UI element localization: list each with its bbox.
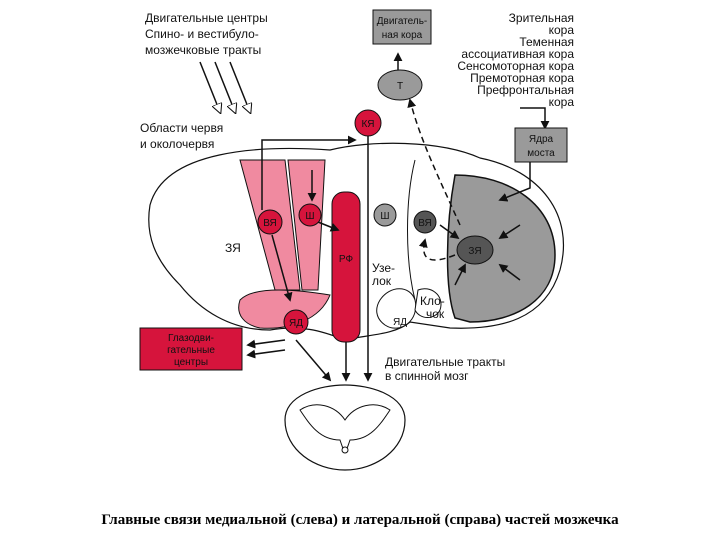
oculomotor-label-3: центры	[174, 357, 208, 368]
figure-caption: Главные связи медиальной (слева) и латер…	[101, 512, 619, 528]
lateral-hemisphere-gray	[446, 174, 556, 323]
thalamus-label: Т	[397, 81, 403, 92]
sh-right-label: Ш	[380, 211, 389, 222]
pathway-yad-oculo	[246, 339, 286, 349]
visual-cortex-label-1: Зрительная	[509, 11, 574, 25]
flocculus-label-2: чок	[426, 307, 445, 321]
pathway-dashed-zya-vya	[418, 238, 456, 261]
motor-cortex-box	[372, 9, 432, 45]
input-arrow-zya	[439, 224, 460, 240]
vermis-line	[407, 159, 416, 301]
pons-box	[514, 127, 568, 163]
nodulus-label-1: Узе-	[372, 261, 395, 275]
parietal-label: Теменная	[519, 35, 574, 49]
spinal-canal	[341, 446, 349, 454]
spino-vest-label-2: мозжечковые тракты	[145, 43, 261, 57]
oculomotor-label-2: гательные	[167, 345, 215, 356]
cerebellum-connections-diagram: Двигательные центры Спино- и вестибуло- …	[139, 9, 575, 471]
vya-right-node	[413, 210, 437, 234]
zya-right-node	[456, 235, 494, 265]
pons-label-1: Ядра	[529, 134, 554, 145]
rf-label: РФ	[339, 254, 354, 265]
yad-left-node	[283, 309, 309, 335]
sh-left-label: Ш	[305, 211, 314, 222]
pathway-sh-rf	[317, 221, 340, 232]
sh-right-node	[373, 203, 397, 227]
oculomotor-label-1: Глазодви-	[168, 333, 214, 344]
pathway-yad-down	[295, 339, 332, 382]
spinal-cord	[284, 384, 406, 471]
spinal-gray-matter	[299, 404, 391, 452]
input-arrow-zya	[498, 263, 521, 281]
sensorimotor-label: Сенсомоторная кора	[457, 59, 574, 73]
pathway-vya-yad	[271, 234, 293, 302]
vermis-label-2: и околочервя	[140, 137, 214, 151]
oculomotor-box	[139, 327, 243, 371]
vya-left-label: ВЯ	[263, 218, 277, 229]
premotor-label: Премоторная кора	[470, 71, 574, 85]
motor-cortex-label-1: Двигатель-	[377, 16, 428, 27]
pathway-dashed-zya-t	[407, 98, 461, 226]
assoc-label: ассоциативная кора	[461, 47, 574, 61]
spino-vest-label-1: Спино- и вестибуло-	[145, 27, 259, 41]
visual-cortex-label-2: кора	[549, 23, 575, 37]
input-arrow-zya	[498, 224, 521, 239]
flocculus-label-1: Кло-	[420, 294, 445, 308]
input-arrow	[199, 61, 220, 112]
nodulus-shape	[414, 288, 442, 318]
rf-bar	[331, 191, 361, 343]
zya-left-label: ЗЯ	[225, 241, 241, 255]
yad-right-label: ЯД	[393, 317, 407, 328]
pathway-vya-kya	[261, 135, 357, 210]
flocculus-shape	[376, 288, 417, 329]
motor-tracts-label-2: в спинной мозг	[385, 369, 469, 383]
kya-label: КЯ	[361, 119, 374, 130]
pons-label-2: моста	[527, 148, 555, 159]
pathway-cortex-pons	[520, 107, 550, 130]
yad-left-label: ЯД	[289, 318, 303, 329]
pathway-yad-oculo-2	[246, 349, 286, 359]
nodulus-label-2: лок	[372, 274, 392, 288]
sh-left-node	[298, 203, 322, 227]
vya-right-label: ВЯ	[418, 218, 432, 229]
motor-tracts-label-1: Двигательные тракты	[385, 355, 505, 369]
thalamus-node	[377, 69, 423, 101]
motor-cortex-label-2: ная кора	[382, 30, 423, 41]
prefrontal-label-2: кора	[549, 95, 575, 109]
kya-node	[354, 109, 382, 137]
input-arrow-zya	[454, 263, 466, 286]
zya-right-label: ЗЯ	[468, 246, 481, 257]
prefrontal-label-1: Префронтальная	[477, 83, 574, 97]
input-arrow	[229, 61, 250, 112]
input-arrow	[214, 61, 235, 112]
motor-centers-label: Двигательные центры	[145, 11, 268, 25]
vya-left-node	[257, 209, 283, 235]
vermis-label-1: Области червя	[140, 121, 223, 135]
pathway-pons-zya	[498, 162, 531, 202]
